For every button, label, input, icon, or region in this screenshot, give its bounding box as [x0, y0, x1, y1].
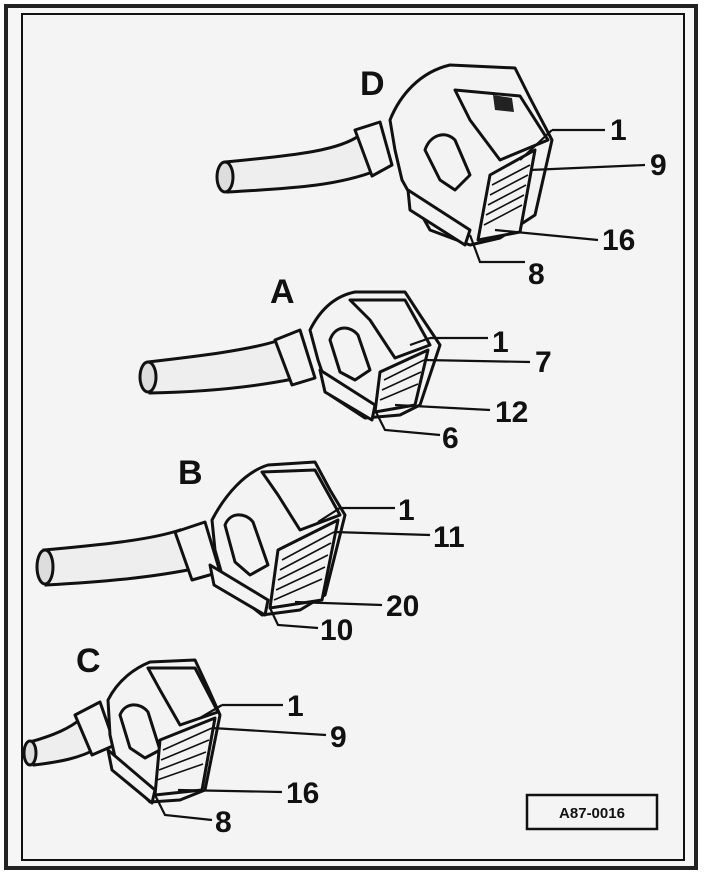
pin-label-b-last: 20	[386, 590, 419, 623]
pin-label-a-first: 1	[492, 326, 509, 359]
connector-a	[138, 290, 442, 422]
connector-b	[35, 460, 347, 617]
connector-c	[22, 658, 222, 805]
connector-label-d: D	[360, 65, 385, 103]
pin-label-d-first-row-last: 8	[528, 258, 545, 291]
pin-label-d-second-row-first: 9	[650, 149, 667, 182]
pin-label-d-last: 16	[602, 224, 635, 257]
figure-ref-label: A87-0016	[559, 805, 625, 822]
figure-ref-box: A87-0016	[525, 793, 659, 831]
pin-label-c-last: 16	[286, 777, 319, 810]
connector-label-a: A	[270, 273, 295, 311]
pin-label-b-second-row-first: 11	[433, 521, 465, 554]
connector-d	[215, 63, 554, 247]
pin-label-a-last: 12	[495, 396, 528, 429]
pin-label-b-first: 1	[398, 494, 415, 527]
connector-label-c: C	[76, 642, 101, 680]
pin-label-c-second-row-first: 9	[330, 721, 347, 754]
pin-label-a-first-row-last: 6	[442, 422, 459, 455]
pin-label-c-first: 1	[287, 690, 304, 723]
cable-boot-a	[273, 328, 317, 387]
cable-boot-d	[353, 120, 394, 178]
pin-label-d-first: 1	[610, 114, 627, 147]
pin-label-c-first-row-last: 8	[215, 806, 232, 839]
connector-label-b: B	[178, 454, 203, 492]
pin-label-b-first-row-last: 10	[320, 614, 353, 647]
pin-label-a-second-row-first: 7	[535, 346, 552, 379]
